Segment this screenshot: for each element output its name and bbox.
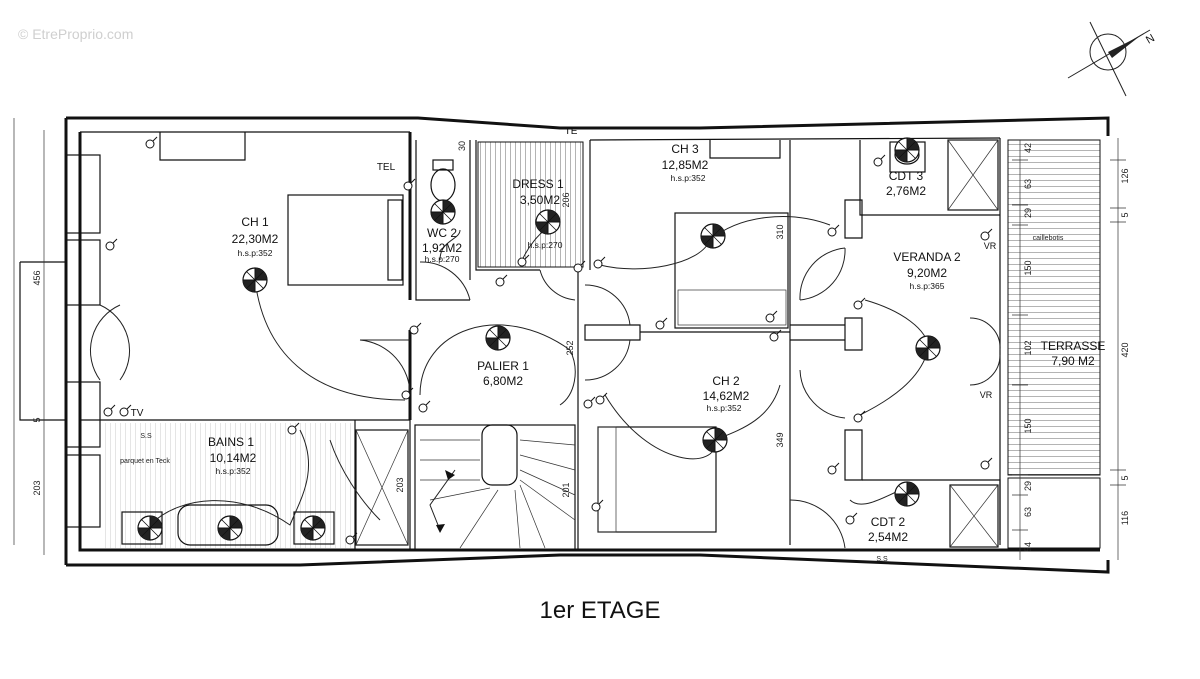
dim-r63a: 63 (1023, 179, 1033, 189)
dim-left-456: 456 (32, 270, 42, 285)
room-cdt3-area: 2,76M2 (886, 184, 926, 198)
annotations: TEL TV TE VR VR caillebotis parquet en T… (120, 126, 1064, 563)
te-label: TE (565, 126, 578, 137)
dim-left-203: 203 (32, 480, 42, 495)
tel-label: TEL (377, 162, 396, 173)
room-cdt2-area: 2,54M2 (868, 530, 908, 544)
dim-o5a: 5 (1120, 212, 1130, 217)
floor-caption: 1er ETAGE (539, 597, 661, 624)
room-ch2-name: CH 2 (712, 374, 740, 388)
ss-label-cdt2: S.S (876, 556, 888, 563)
room-ch3-hsp: h.s.p:352 (671, 173, 706, 183)
room-veranda2-area: 9,20M2 (907, 266, 947, 280)
dim-206: 206 (561, 192, 571, 207)
dim-349: 349 (775, 432, 785, 447)
room-ch2-area: 14,62M2 (703, 389, 750, 403)
dim-r150a: 150 (1023, 260, 1033, 275)
room-terrasse-area: 7,90 M2 (1051, 354, 1095, 368)
room-palier1-area: 6,80M2 (483, 374, 523, 388)
compass-north-label: N (1144, 32, 1157, 46)
watermark: © EtreProprio.com (18, 26, 134, 42)
room-bains1-name: BAINS 1 (208, 435, 254, 449)
room-ch2-hsp: h.s.p:352 (707, 403, 742, 413)
room-cdt3-name: CDT 3 (889, 169, 924, 183)
dim-left-5: 5 (32, 417, 42, 422)
dim-o5b: 5 (1120, 475, 1130, 480)
outer-walls (13, 116, 1110, 574)
room-dress1-hsp: h.s.p:270 (528, 240, 563, 250)
room-dress1-name: DRESS 1 (512, 177, 564, 191)
vr-label-bottom: VR (980, 390, 993, 400)
dim-252: 252 (565, 340, 575, 355)
room-wc2-name: WC 2 (427, 226, 457, 240)
compass-icon: N (1067, 21, 1157, 97)
room-palier1-name: PALIER 1 (477, 359, 529, 373)
furniture (121, 139, 999, 551)
dim-r150b: 150 (1023, 418, 1033, 433)
vr-label-top: VR (984, 241, 997, 251)
dim-201: 201 (561, 482, 571, 497)
room-dress1-area: 3,50M2 (520, 193, 560, 207)
dim-r63b: 63 (1023, 507, 1033, 517)
caillebotis-label: caillebotis (1033, 235, 1064, 242)
room-ch1-area: 22,30M2 (232, 232, 279, 246)
dim-r42: 42 (1023, 143, 1033, 153)
room-wc2-area: 1,92M2 (422, 241, 462, 255)
room-cdt2-name: CDT 2 (871, 515, 906, 529)
tv-label: TV (131, 408, 144, 419)
room-terrasse-name: TERRASSE (1041, 339, 1106, 353)
dim-r29a: 29 (1023, 208, 1033, 218)
dim-o126: 126 (1120, 168, 1130, 183)
dim-o116: 116 (1120, 511, 1130, 525)
room-ch3-name: CH 3 (671, 142, 699, 156)
room-wc2-hsp: h.s.p:270 (425, 254, 460, 264)
dim-o420: 420 (1120, 342, 1130, 357)
room-bains1-area: 10,14M2 (210, 451, 257, 465)
dim-30: 30 (457, 141, 467, 151)
dim-r54: 54 (1023, 542, 1033, 552)
dim-310: 310 (775, 224, 785, 239)
room-ch1-name: CH 1 (241, 215, 269, 229)
parquet-label: parquet en Teck (120, 458, 170, 465)
ss-label-bains: S.S (140, 433, 152, 440)
dim-r29b: 29 (1023, 481, 1033, 491)
room-veranda2-hsp: h.s.p:365 (910, 281, 945, 291)
room-ch1-hsp: h.s.p:352 (238, 248, 273, 258)
room-bains1-hsp: h.s.p:352 (216, 466, 251, 476)
dim-203-stairs: 203 (395, 477, 405, 492)
dim-r102: 102 (1023, 340, 1033, 355)
interior-walls (80, 132, 1001, 550)
room-veranda2-name: VERANDA 2 (893, 250, 961, 264)
dimensions: 456 5 203 30 206 310 252 349 203 201 42 … (32, 138, 1130, 560)
room-ch3-area: 12,85M2 (662, 158, 709, 172)
room-labels: CH 1 22,30M2 h.s.p:352 WC 2 1,92M2 h.s.p… (208, 142, 1105, 544)
